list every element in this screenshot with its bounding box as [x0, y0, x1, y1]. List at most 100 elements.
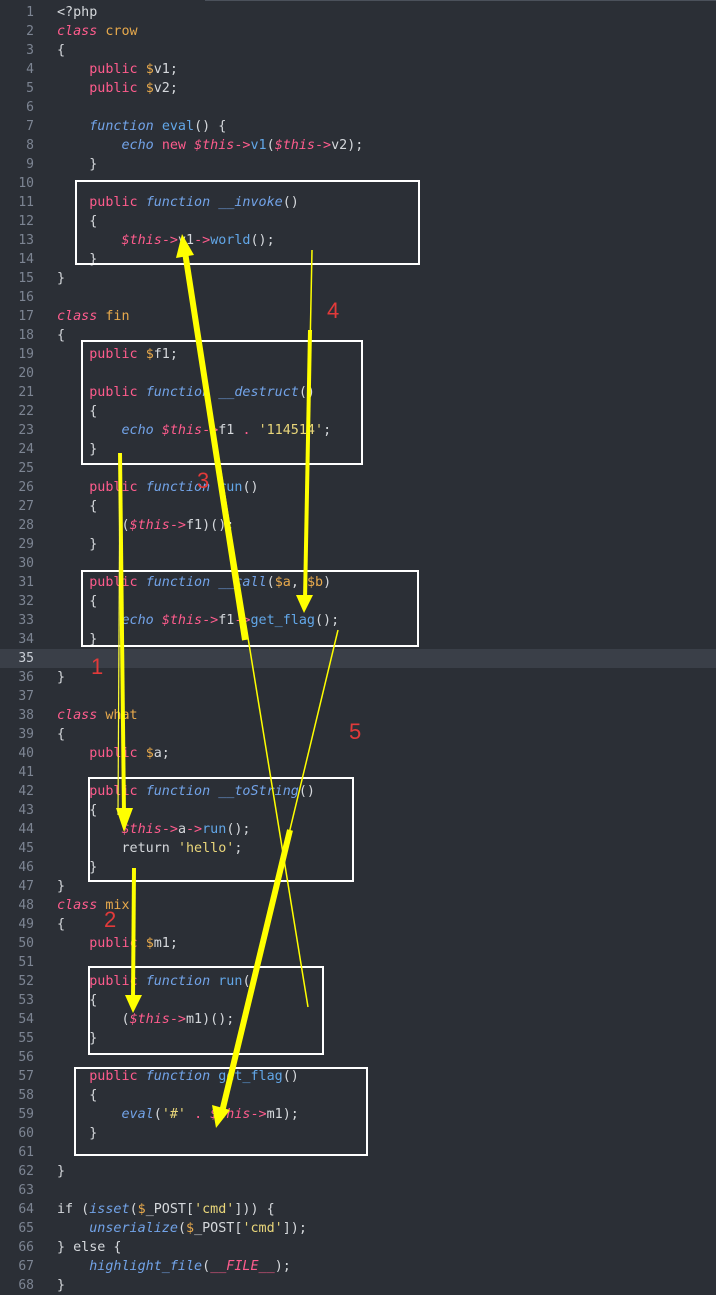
code-line[interactable]: 22 {	[0, 402, 716, 421]
code-line[interactable]: 12 {	[0, 212, 716, 231]
code-line[interactable]: 4 public $v1;	[0, 60, 716, 79]
code-line[interactable]: 8 echo new $this->v1($this->v2);	[0, 136, 716, 155]
code-line[interactable]: 40 public $a;	[0, 744, 716, 763]
arrow-4-head	[296, 595, 313, 613]
line-number: 65	[18, 1221, 34, 1236]
code-line[interactable]: 14 }	[0, 250, 716, 269]
code-line[interactable]: 6	[0, 98, 716, 117]
code-line[interactable]: 20	[0, 364, 716, 383]
code-line[interactable]: 54 ($this->m1)();	[0, 1010, 716, 1029]
code-line[interactable]: 21 public function __destruct()	[0, 383, 716, 402]
code-line[interactable]: 62}	[0, 1162, 716, 1181]
line-number: 56	[18, 1050, 34, 1065]
code-token: function	[145, 195, 211, 210]
code-token: return	[57, 841, 178, 856]
code-text: function eval() {	[57, 117, 226, 136]
code-token: f1	[218, 423, 243, 438]
code-token: $this	[121, 233, 162, 248]
code-line[interactable]: 67 highlight_file(__FILE__);	[0, 1257, 716, 1276]
code-token: {	[57, 917, 66, 932]
code-line[interactable]: 30	[0, 554, 716, 573]
code-line[interactable]: 53 {	[0, 991, 716, 1010]
code-text: public function __invoke()	[57, 193, 299, 212]
code-line[interactable]: 43 {	[0, 801, 716, 820]
code-token: {	[57, 328, 66, 343]
code-token: }	[57, 879, 66, 894]
code-line[interactable]: 16	[0, 288, 716, 307]
code-line[interactable]: 41	[0, 763, 716, 782]
code-line[interactable]: 13 $this->v1->world();	[0, 231, 716, 250]
code-line[interactable]: 58 {	[0, 1086, 716, 1105]
code-line[interactable]: 34 }	[0, 630, 716, 649]
line-number: 29	[18, 537, 34, 552]
code-line[interactable]: 18{	[0, 326, 716, 345]
code-line[interactable]: 24 }	[0, 440, 716, 459]
code-line[interactable]: 11 public function __invoke()	[0, 193, 716, 212]
code-line[interactable]: 61	[0, 1143, 716, 1162]
code-token: $this	[194, 138, 235, 153]
code-line[interactable]: 49{	[0, 915, 716, 934]
code-line[interactable]: 3{	[0, 41, 716, 60]
code-line[interactable]: 10	[0, 174, 716, 193]
code-line[interactable]: 50 public $m1;	[0, 934, 716, 953]
line-number: 50	[18, 936, 34, 951]
line-number: 33	[18, 613, 34, 628]
code-line[interactable]: 36}	[0, 668, 716, 687]
code-line[interactable]: 46 }	[0, 858, 716, 877]
arrow-5-head	[212, 1105, 230, 1128]
code-line[interactable]: 47}	[0, 877, 716, 896]
code-token: a;	[153, 746, 170, 761]
code-line[interactable]: 19 public $f1;	[0, 345, 716, 364]
code-token: unserialize	[89, 1221, 178, 1236]
code-line[interactable]: 57 public function get_flag()	[0, 1067, 716, 1086]
code-token: v1;	[153, 62, 178, 77]
code-line[interactable]: 29 }	[0, 535, 716, 554]
step-label-4: 4	[327, 298, 340, 323]
code-line[interactable]: 15}	[0, 269, 716, 288]
code-line[interactable]: 65 unserialize($_POST['cmd']);	[0, 1219, 716, 1238]
code-line[interactable]: 63	[0, 1181, 716, 1200]
code-line[interactable]: 44 $this->a->run();	[0, 820, 716, 839]
code-line[interactable]: 39{	[0, 725, 716, 744]
line-number: 25	[18, 461, 34, 476]
code-token: isset	[89, 1202, 130, 1217]
code-token: function	[145, 480, 211, 495]
code-line[interactable]: 37	[0, 687, 716, 706]
code-line[interactable]: 1<?php	[0, 3, 716, 22]
code-text: public function __destruct()	[57, 383, 315, 402]
code-line[interactable]: 55 }	[0, 1029, 716, 1048]
code-token: }	[57, 860, 98, 875]
code-token: v2;	[153, 81, 178, 96]
code-line[interactable]: 32 {	[0, 592, 716, 611]
code-text: echo new $this->v1($this->v2);	[57, 136, 364, 155]
line-number: 45	[18, 841, 34, 856]
code-line[interactable]: 5 public $v2;	[0, 79, 716, 98]
code-line[interactable]: 66} else {	[0, 1238, 716, 1257]
code-line[interactable]: 51	[0, 953, 716, 972]
code-text: {	[57, 1086, 97, 1105]
code-line[interactable]: 28 ($this->f1)();	[0, 516, 716, 535]
code-line[interactable]: 25	[0, 459, 716, 478]
code-line[interactable]: 56	[0, 1048, 716, 1067]
step-label-3: 3	[197, 468, 210, 493]
code-token: ()	[242, 480, 259, 495]
code-line[interactable]: 45 return 'hello';	[0, 839, 716, 858]
code-token: )	[323, 575, 332, 590]
highlight-box-get-flag	[74, 1067, 368, 1156]
code-line[interactable]: 9 }	[0, 155, 716, 174]
code-line[interactable]: 27 {	[0, 497, 716, 516]
code-line[interactable]: 35	[0, 649, 716, 668]
code-token: f1;	[153, 347, 178, 362]
code-line[interactable]: 7 function eval() {	[0, 117, 716, 136]
line-number: 63	[18, 1183, 34, 1198]
code-token: ;	[323, 423, 332, 438]
code-line[interactable]: 31 public function __call($a, $b)	[0, 573, 716, 592]
code-line[interactable]: 60 }	[0, 1124, 716, 1143]
arrow-2-line	[131, 867, 136, 1001]
code-token: function	[145, 575, 211, 590]
